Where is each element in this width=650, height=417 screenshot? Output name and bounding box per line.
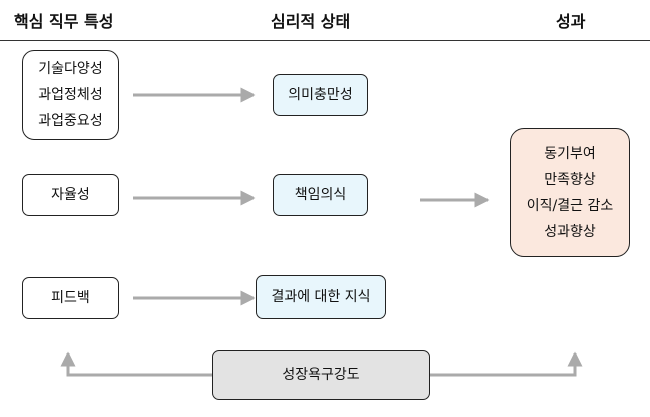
knowledge-of-results-label: 결과에 대한 지식 bbox=[271, 289, 371, 305]
skill-variety-label: 기술다양성 bbox=[38, 61, 103, 77]
moderator-arrow-right bbox=[430, 351, 583, 377]
growth-need-strength-box: 성장욕구강도 bbox=[212, 350, 430, 400]
responsibility-box: 책임의식 bbox=[273, 174, 368, 216]
core-job-characteristics-header: 핵심 직무 특성 bbox=[14, 12, 114, 31]
knowledge-of-results-box: 결과에 대한 지식 bbox=[256, 275, 386, 319]
turnover-label: 이직/결근 감소 bbox=[526, 197, 614, 214]
growth-need-strength-label: 성장욕구강도 bbox=[282, 367, 360, 383]
header-divider bbox=[0, 40, 650, 41]
feedback-label: 피드백 bbox=[51, 290, 90, 306]
psychological-states-header: 심리적 상태 bbox=[271, 12, 351, 31]
satisfaction-label: 만족향상 bbox=[544, 171, 596, 188]
feedback-box: 피드백 bbox=[22, 277, 119, 319]
performance-label: 성과향상 bbox=[544, 223, 596, 240]
meaningfulness-box: 의미충만성 bbox=[273, 74, 368, 116]
responsibility-label: 책임의식 bbox=[294, 187, 347, 203]
autonomy-label: 자율성 bbox=[51, 187, 90, 203]
moderator-arrow-left bbox=[60, 351, 212, 377]
core-characteristics-group-box: 기술다양성 과업정체성 과업중요성 bbox=[22, 50, 119, 140]
meaningfulness-label: 의미충만성 bbox=[288, 87, 353, 103]
motivation-label: 동기부여 bbox=[544, 145, 596, 162]
outcomes-header: 성과 bbox=[556, 12, 586, 31]
autonomy-box: 자율성 bbox=[22, 174, 119, 216]
outcomes-box: 동기부여 만족향상 이직/결근 감소 성과향상 bbox=[510, 128, 630, 257]
task-significance-label: 과업중요성 bbox=[38, 113, 103, 129]
task-identity-label: 과업정체성 bbox=[38, 87, 103, 103]
